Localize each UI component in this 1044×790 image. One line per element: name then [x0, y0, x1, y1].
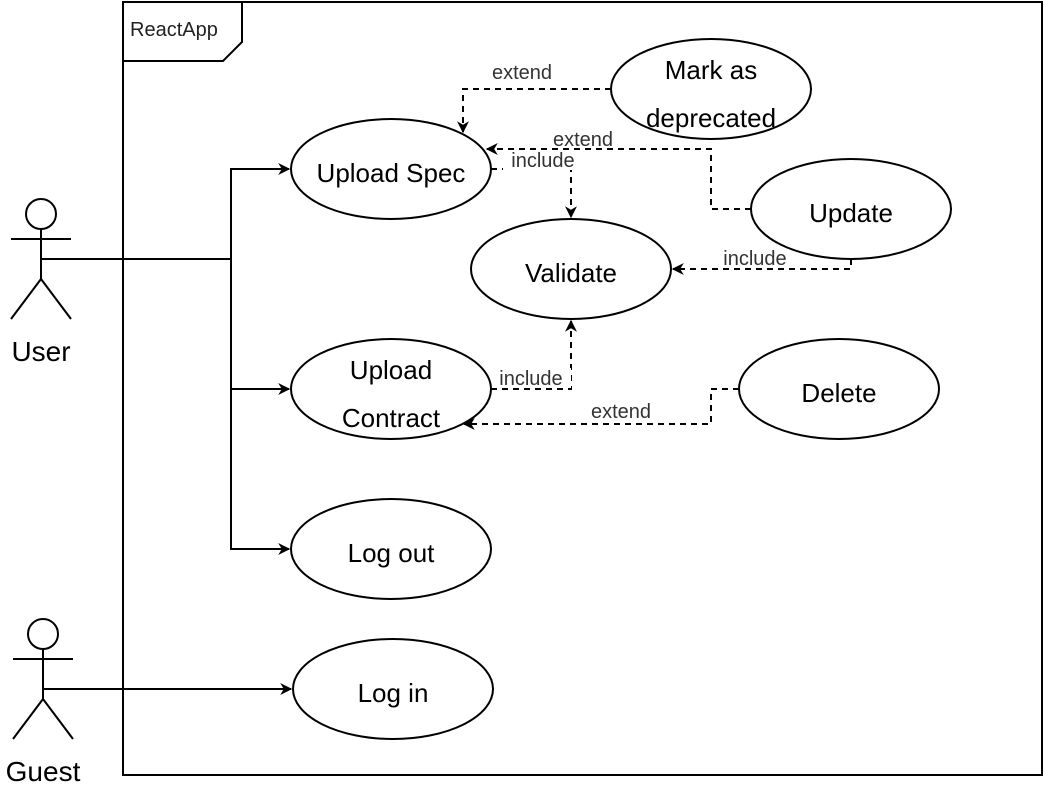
edge-mark-extend-spec [457, 88, 611, 134]
use-case-log-in[interactable]: Log in [292, 638, 494, 740]
svg-text:include: include [723, 248, 786, 270]
edge-user-upload-contract [230, 259, 291, 395]
use-case-mark-deprecated[interactable]: Mark as deprecated [610, 38, 812, 140]
use-case-validate[interactable]: Validate [470, 218, 672, 320]
actor-guest[interactable]: Guest [6, 618, 81, 787]
svg-text:Upload: Upload [350, 355, 432, 385]
edge-delete-extend-contract [462, 388, 739, 430]
svg-text:Log in: Log in [358, 678, 429, 708]
svg-text:Upload Spec: Upload Spec [317, 158, 466, 188]
edge-user-log-out [230, 389, 291, 555]
svg-text:Mark as: Mark as [665, 55, 757, 85]
edge-contract-include-validate [491, 319, 577, 390]
edge-label-mark-extend: extend [484, 61, 560, 84]
edge-update-extend-spec [485, 143, 751, 210]
system-frame: ReactApp [122, 1, 1043, 776]
actor-guest-label: Guest [6, 756, 81, 787]
svg-text:Validate: Validate [525, 258, 617, 288]
svg-text:deprecated: deprecated [646, 103, 776, 133]
svg-text:include: include [499, 368, 562, 390]
use-case-update[interactable]: Update [750, 158, 952, 260]
svg-text:extend: extend [591, 401, 651, 423]
svg-text:include: include [511, 150, 574, 172]
use-case-upload-spec[interactable]: Upload Spec [290, 118, 492, 220]
actor-user-label: User [11, 336, 70, 367]
edge-label-delete-extend: extend [583, 401, 659, 423]
use-case-delete[interactable]: Delete [738, 338, 940, 440]
edge-update-include-validate [671, 259, 852, 275]
stick-figure-icon [10, 198, 72, 320]
edge-label-contract-include: include [491, 368, 571, 390]
edge-label-update-include: include [715, 248, 795, 270]
system-name: ReactApp [130, 19, 218, 41]
svg-text:Update: Update [809, 198, 893, 228]
edge-spec-include-validate [491, 168, 577, 219]
edge-label-spec-include: include [503, 150, 583, 172]
stick-figure-icon [12, 618, 74, 740]
svg-text:Delete: Delete [801, 378, 876, 408]
use-case-upload-contract[interactable]: Upload Contract [290, 338, 492, 440]
svg-text:extend: extend [553, 129, 613, 151]
use-case-log-out[interactable]: Log out [290, 498, 492, 600]
svg-text:extend: extend [492, 62, 552, 84]
actor-user[interactable]: User [10, 198, 72, 367]
edge-label-update-extend: extend [545, 129, 621, 151]
svg-text:Log out: Log out [348, 538, 436, 568]
edge-user-upload-spec [41, 163, 291, 260]
svg-text:Contract: Contract [342, 403, 441, 433]
